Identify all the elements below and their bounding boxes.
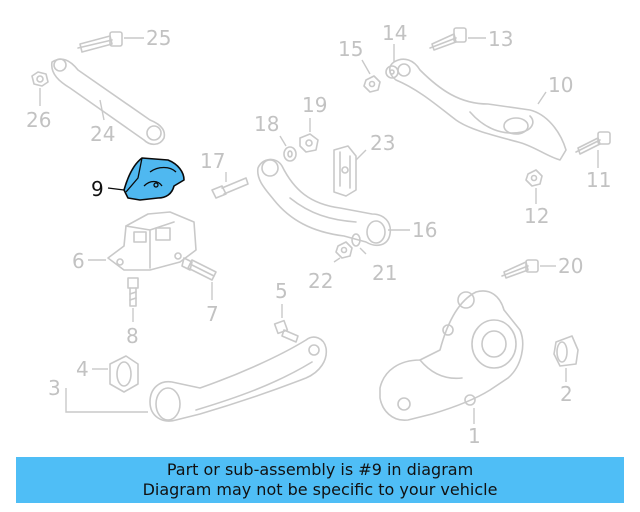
callout-22[interactable]: 22 [308,269,333,293]
part-10-lower-arm[interactable] [388,58,567,161]
part-14-washer[interactable] [385,65,399,79]
callout-1[interactable]: 1 [468,424,481,448]
info-banner: Part or sub-assembly is #9 in diagram Di… [16,457,624,503]
callout-23[interactable]: 23 [370,131,395,155]
part-13-bolt[interactable] [429,27,467,51]
part-6-mount-bracket[interactable] [107,211,197,271]
callout-4[interactable]: 4 [76,357,89,381]
parts-diagram: 25 26 24 9 6 7 8 [26,21,611,448]
callout-11[interactable]: 11 [586,168,611,192]
part-24-lateral-link[interactable] [50,58,166,146]
part-19-nut[interactable] [299,133,319,153]
callout-16[interactable]: 16 [412,218,437,242]
part-21-washer[interactable] [351,233,361,247]
part-16-upper-arm[interactable] [256,158,392,247]
part-1-knuckle[interactable] [379,290,524,421]
banner-line-1: Part or sub-assembly is #9 in diagram [166,460,474,479]
callout-2[interactable]: 2 [560,382,573,406]
callout-3[interactable]: 3 [48,376,61,400]
part-15-nut[interactable] [363,75,381,93]
callout-20[interactable]: 20 [558,254,583,278]
callout-19[interactable]: 19 [302,93,327,117]
part-25-bolt[interactable] [77,31,123,53]
banner-line-2: Diagram may not be specific to your vehi… [142,480,498,499]
part-26-nut[interactable] [31,71,49,87]
callout-18[interactable]: 18 [254,112,279,136]
part-9-stopper-highlighted[interactable] [123,157,185,201]
part-12-nut[interactable] [525,169,543,187]
callout-10[interactable]: 10 [548,73,573,97]
callout-8[interactable]: 8 [126,324,139,348]
part-4-bushing[interactable] [109,355,139,393]
part-2-bushing[interactable] [553,335,579,367]
part-11-bolt[interactable] [575,131,611,155]
part-7-bolt[interactable] [181,257,217,281]
part-22-nut[interactable] [335,241,353,259]
part-3-trailing-arm[interactable] [149,336,328,422]
callout-13[interactable]: 13 [488,27,513,51]
callout-7[interactable]: 7 [206,302,219,326]
part-17-bolt[interactable] [211,177,249,199]
part-5-bolt[interactable] [273,319,299,343]
callout-5[interactable]: 5 [275,279,288,303]
callout-9[interactable]: 9 [91,177,104,201]
callout-25[interactable]: 25 [146,26,171,50]
callout-24[interactable]: 24 [90,122,115,146]
callout-15[interactable]: 15 [338,37,363,61]
callout-21[interactable]: 21 [372,261,397,285]
callout-26[interactable]: 26 [26,108,51,132]
callout-17[interactable]: 17 [200,149,225,173]
part-23-bracket[interactable] [333,145,357,197]
callout-14[interactable]: 14 [382,21,407,45]
part-8-bolt[interactable] [127,277,139,307]
callout-12[interactable]: 12 [524,204,549,228]
callout-6[interactable]: 6 [72,249,85,273]
part-18-washer[interactable] [283,146,297,162]
part-20-bolt[interactable] [501,259,539,279]
